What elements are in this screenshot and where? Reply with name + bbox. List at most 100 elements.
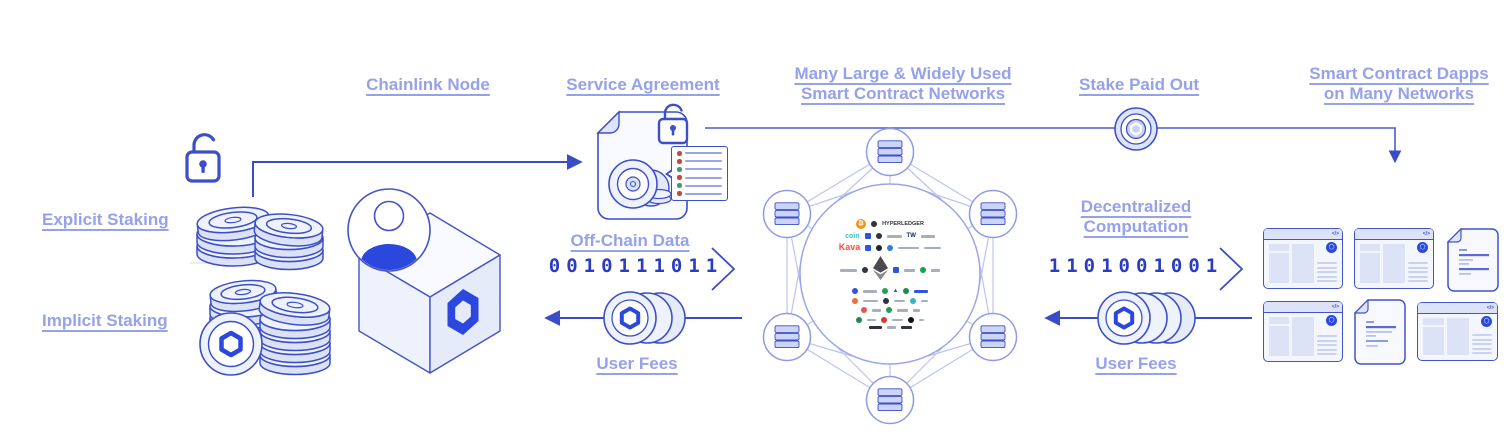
logo-wordmark [924,246,942,249]
chevron-offchain-data-icon [711,247,736,291]
chainlink-badge-icon: ⬡ [1326,242,1337,253]
stake-coin-icon [1114,107,1158,151]
checklist-item [677,183,722,188]
logo-mark-icon [871,221,878,228]
server-stack-icons [774,140,1006,412]
logo-wordmark [892,318,903,321]
off-chain-data-label: Off-Chain Data [570,231,690,250]
logo-mark-icon [856,316,862,323]
network-hub-circle [799,183,981,365]
logo-mark-icon [862,267,868,274]
checklist-line [684,160,722,163]
logo-wordmark [921,299,928,302]
logo-wordmark [862,290,877,293]
operator-avatar-icon [347,188,431,272]
decentralized-computation-label: Decentralized Computation [1080,197,1192,236]
code-icon: </> [1264,302,1342,313]
explicit-staking-label: Explicit Staking [42,210,169,229]
chainlink-logo-on-cube [447,289,479,335]
status-dot-icon [677,175,682,180]
lock-icon [657,103,689,145]
agreement-checklist [665,146,728,201]
logo-row [860,307,920,314]
logo-row: ▲ [851,288,929,295]
logo-text-hyperledger: HYPERLEDGER [882,220,924,227]
status-dot-icon [677,159,682,164]
open-padlock-icon [185,133,221,183]
logo-mark-icon [860,307,867,314]
logo-mark-icon [881,316,887,323]
user-fees-coins-icon-left [603,291,686,345]
service-agreement-label: Service Agreement [566,75,720,94]
logo-wordmark [863,299,878,302]
off-chain-binary: 0010111011 [548,255,724,277]
logo-mark-icon [910,297,916,304]
logo-wordmark [886,235,902,238]
status-dot-icon [677,191,682,196]
logo-wordmark [867,318,876,321]
chainlink-node-label: Chainlink Node [366,75,490,94]
server-nodes [762,127,1018,425]
logo-wordmark [919,318,924,321]
logo-text-tw: TW [906,233,916,240]
dapp-browser-icon: </> ⬡ [1263,301,1343,362]
arrow-agreement-to-dapps [705,127,1402,164]
logo-wordmark [898,246,920,249]
logo-wordmark [868,326,882,329]
logo-mark-icon [908,316,914,323]
status-dot-icon [677,151,682,156]
logo-mark-icon [881,288,888,295]
checklist-line [684,184,722,187]
checklist-item [677,151,722,156]
chainlink-badge-icon: ⬡ [1326,315,1337,326]
chevron-computation-icon [1219,247,1244,291]
logo-mark-icon [852,297,858,304]
logo-wordmark [914,290,929,293]
dapp-browser-icon: </> ⬡ [1417,302,1498,361]
logo-row [868,326,912,329]
stake-paid-out-label: Stake Paid Out [1079,75,1199,94]
status-dot-icon [677,183,682,188]
logo-mark-icon [875,233,882,240]
logo-mark-icon [887,244,894,251]
logo-wordmark [894,299,905,302]
checklist-item [677,159,722,164]
logo-wordmark [931,269,940,272]
logo-row: Kava [839,243,942,252]
user-fees-coins-icon-right [1097,291,1196,345]
logo-mark-icon [920,267,926,274]
user-fees-label-left: User Fees [596,354,678,373]
logo-row [840,255,940,285]
dapp-document-icon [1446,227,1499,297]
ethereum-logo [873,255,888,285]
networks-title: Many Large & Widely Used Smart Contract … [794,64,1012,103]
implicit-coin-stack-icon [199,279,331,376]
logo-wordmark [920,235,935,238]
checklist-item [677,167,722,172]
code-icon: </> [1355,229,1433,240]
logo-row [852,297,928,304]
computation-binary: 1101001001 [1048,255,1224,277]
logo-wordmark [912,309,920,312]
checklist-line [684,152,722,155]
chainlink-badge-icon: ⬡ [1417,242,1428,253]
dapp-browser-icon: </> ⬡ [1263,228,1343,289]
logo-text-kava: Kava [838,242,861,253]
status-dot-icon [677,167,682,172]
implicit-staking-label: Implicit Staking [42,311,168,330]
code-icon: </> [1418,303,1497,314]
logo-mark-icon [864,233,871,240]
ethereum-logo-icon [873,255,888,280]
network-graph [762,127,1018,425]
logo-wordmark [871,309,881,312]
dapps-title: Smart Contract Dapps on Many Networks [1309,64,1489,103]
service-agreement-document-icon [596,103,689,220]
logo-mark-icon [903,288,910,295]
chainlink-badge-icon: ⬡ [1481,316,1492,327]
chainlink-coin-icon [199,312,263,376]
checklist-line [684,168,722,171]
